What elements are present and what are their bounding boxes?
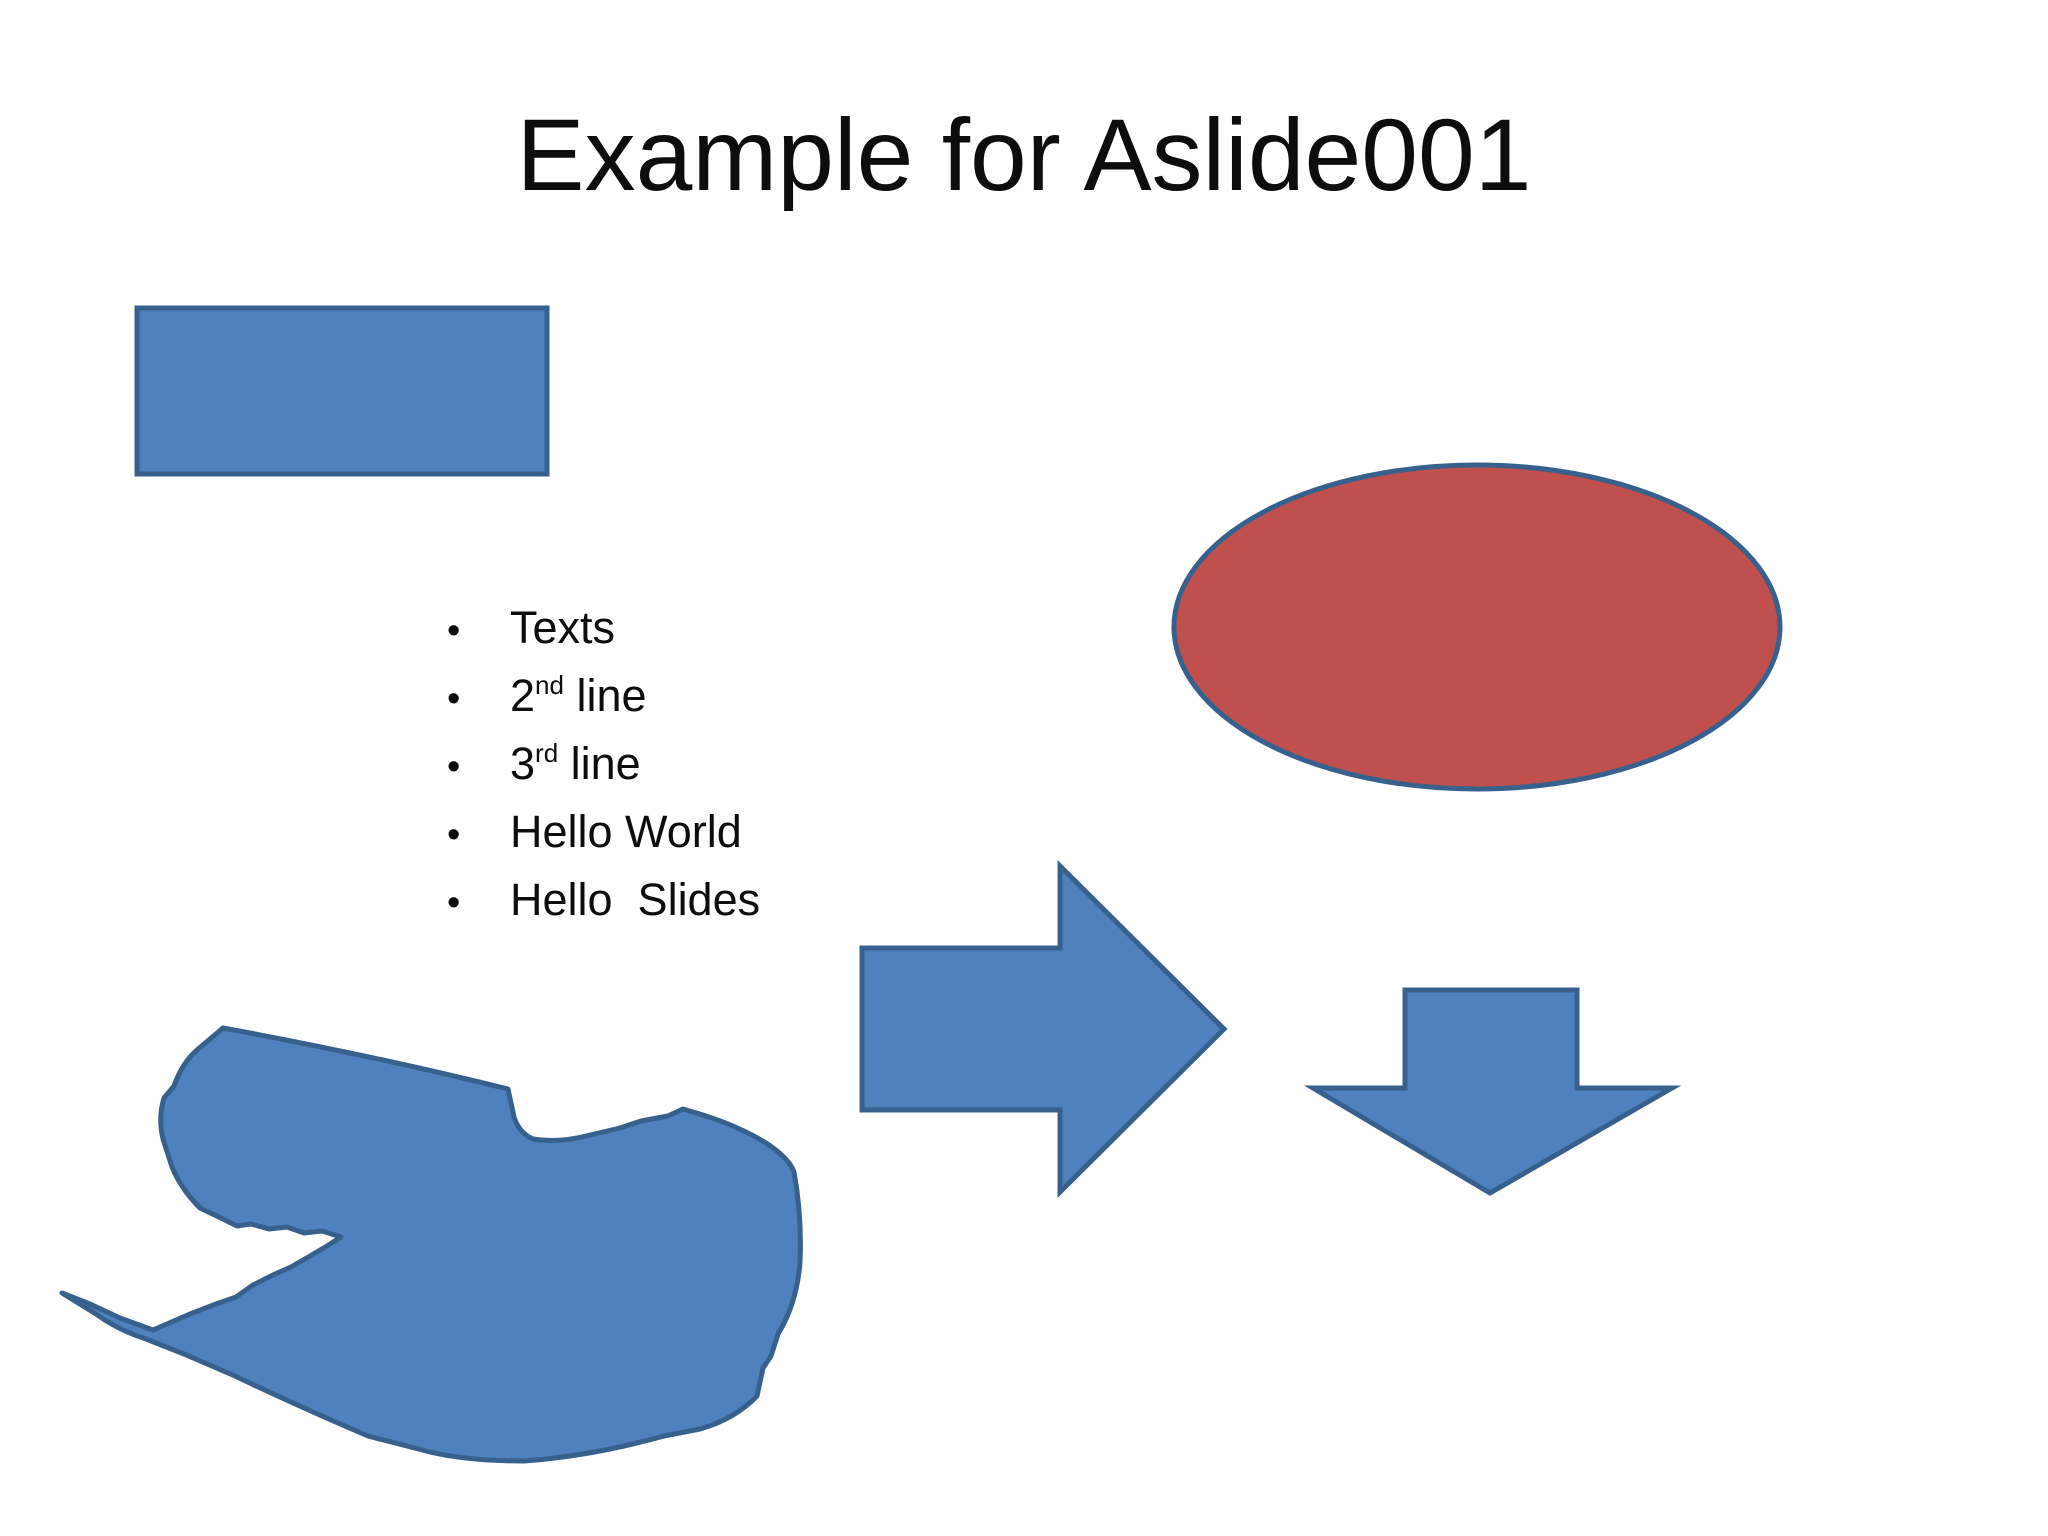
bullet-marker: • [447, 610, 461, 652]
bullet-item: • Hello Slides [447, 869, 760, 937]
bullet-text: Hello Slides [510, 874, 761, 925]
bullet-item: • 2nd line [447, 665, 760, 733]
bullet-text: Texts [510, 602, 616, 653]
ellipse-shape[interactable] [1171, 462, 1783, 792]
bullet-marker: • [447, 678, 461, 720]
down-arrow-shape[interactable] [1303, 987, 1682, 1196]
bullet-text: 2nd line [510, 670, 647, 721]
bullet-marker: • [447, 814, 461, 856]
bullet-text: Hello World [510, 806, 742, 857]
bullet-marker: • [447, 882, 461, 924]
slide-title[interactable]: Example for Aslide001 [516, 98, 1532, 212]
bullet-text: 3rd line [510, 738, 641, 789]
bullet-item: • Hello World [447, 801, 760, 869]
freeform-shape[interactable] [59, 1025, 803, 1464]
bullet-item: • Texts [447, 597, 760, 665]
bullet-list[interactable]: • Texts • 2nd line • 3rd line • Hello Wo… [447, 597, 760, 937]
bullet-item: • 3rd line [447, 733, 760, 801]
bullet-superscript: rd [535, 738, 559, 768]
bullet-marker: • [447, 746, 461, 788]
rectangle-shape[interactable] [134, 305, 550, 477]
bullet-superscript: nd [535, 670, 564, 700]
right-arrow-shape[interactable] [859, 859, 1228, 1199]
